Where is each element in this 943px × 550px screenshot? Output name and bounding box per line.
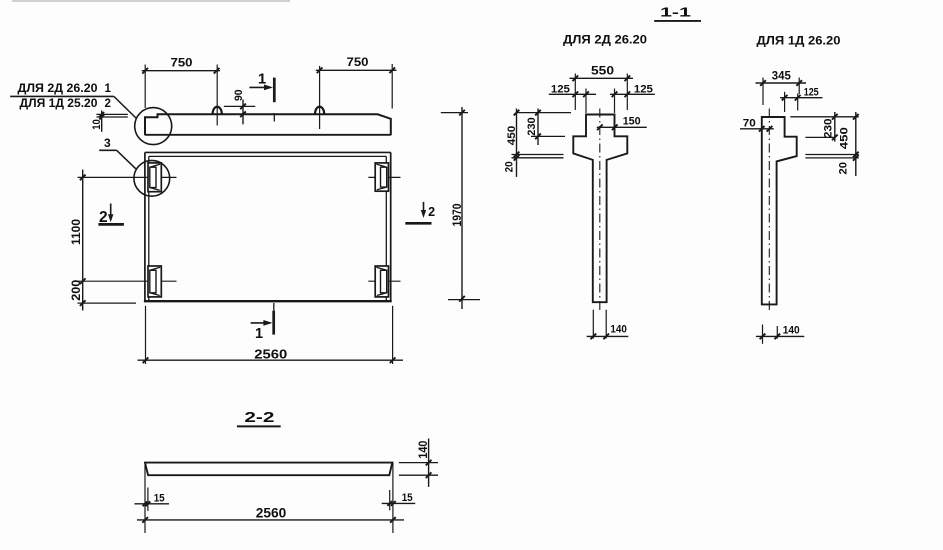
- svg-text:20: 20: [503, 161, 515, 172]
- svg-text:230: 230: [823, 119, 835, 139]
- svg-text:450: 450: [506, 126, 518, 146]
- svg-text:2560: 2560: [254, 347, 287, 361]
- svg-text:20: 20: [838, 162, 850, 175]
- svg-text:2-2: 2-2: [244, 410, 274, 426]
- svg-text:230: 230: [526, 117, 538, 136]
- svg-text:ДЛЯ 2Д 26.20: ДЛЯ 2Д 26.20: [18, 83, 98, 95]
- svg-text:ДЛЯ 1Д 26.20: ДЛЯ 1Д 26.20: [757, 33, 841, 47]
- svg-text:15: 15: [154, 492, 165, 504]
- svg-text:1: 1: [105, 83, 112, 95]
- svg-text:2: 2: [99, 209, 108, 226]
- svg-text:550: 550: [591, 66, 614, 78]
- svg-text:1970: 1970: [450, 203, 464, 226]
- svg-text:200: 200: [69, 279, 83, 300]
- svg-text:750: 750: [347, 57, 369, 69]
- svg-text:125: 125: [551, 84, 570, 96]
- svg-text:1100: 1100: [69, 219, 83, 245]
- svg-text:140: 140: [418, 441, 430, 459]
- svg-text:750: 750: [171, 57, 193, 69]
- svg-text:90: 90: [233, 90, 245, 102]
- svg-text:3: 3: [104, 136, 111, 150]
- svg-text:15: 15: [402, 492, 413, 504]
- svg-text:140: 140: [783, 324, 800, 336]
- svg-text:450: 450: [838, 127, 850, 149]
- svg-text:2: 2: [428, 205, 435, 219]
- svg-text:345: 345: [772, 70, 792, 82]
- svg-text:1: 1: [258, 71, 266, 88]
- svg-text:10: 10: [91, 119, 103, 130]
- svg-text:140: 140: [610, 324, 627, 336]
- svg-text:125: 125: [804, 86, 819, 98]
- svg-text:70: 70: [743, 117, 756, 129]
- svg-text:150: 150: [623, 115, 641, 127]
- svg-text:ДЛЯ 2Д 26.20: ДЛЯ 2Д 26.20: [563, 33, 647, 47]
- svg-text:2: 2: [105, 98, 111, 110]
- svg-text:2560: 2560: [256, 505, 287, 520]
- svg-text:1: 1: [255, 326, 263, 342]
- svg-text:1-1: 1-1: [660, 5, 691, 19]
- svg-text:125: 125: [634, 84, 653, 96]
- svg-text:ДЛЯ 1Д 25.20: ДЛЯ 1Д 25.20: [20, 98, 98, 110]
